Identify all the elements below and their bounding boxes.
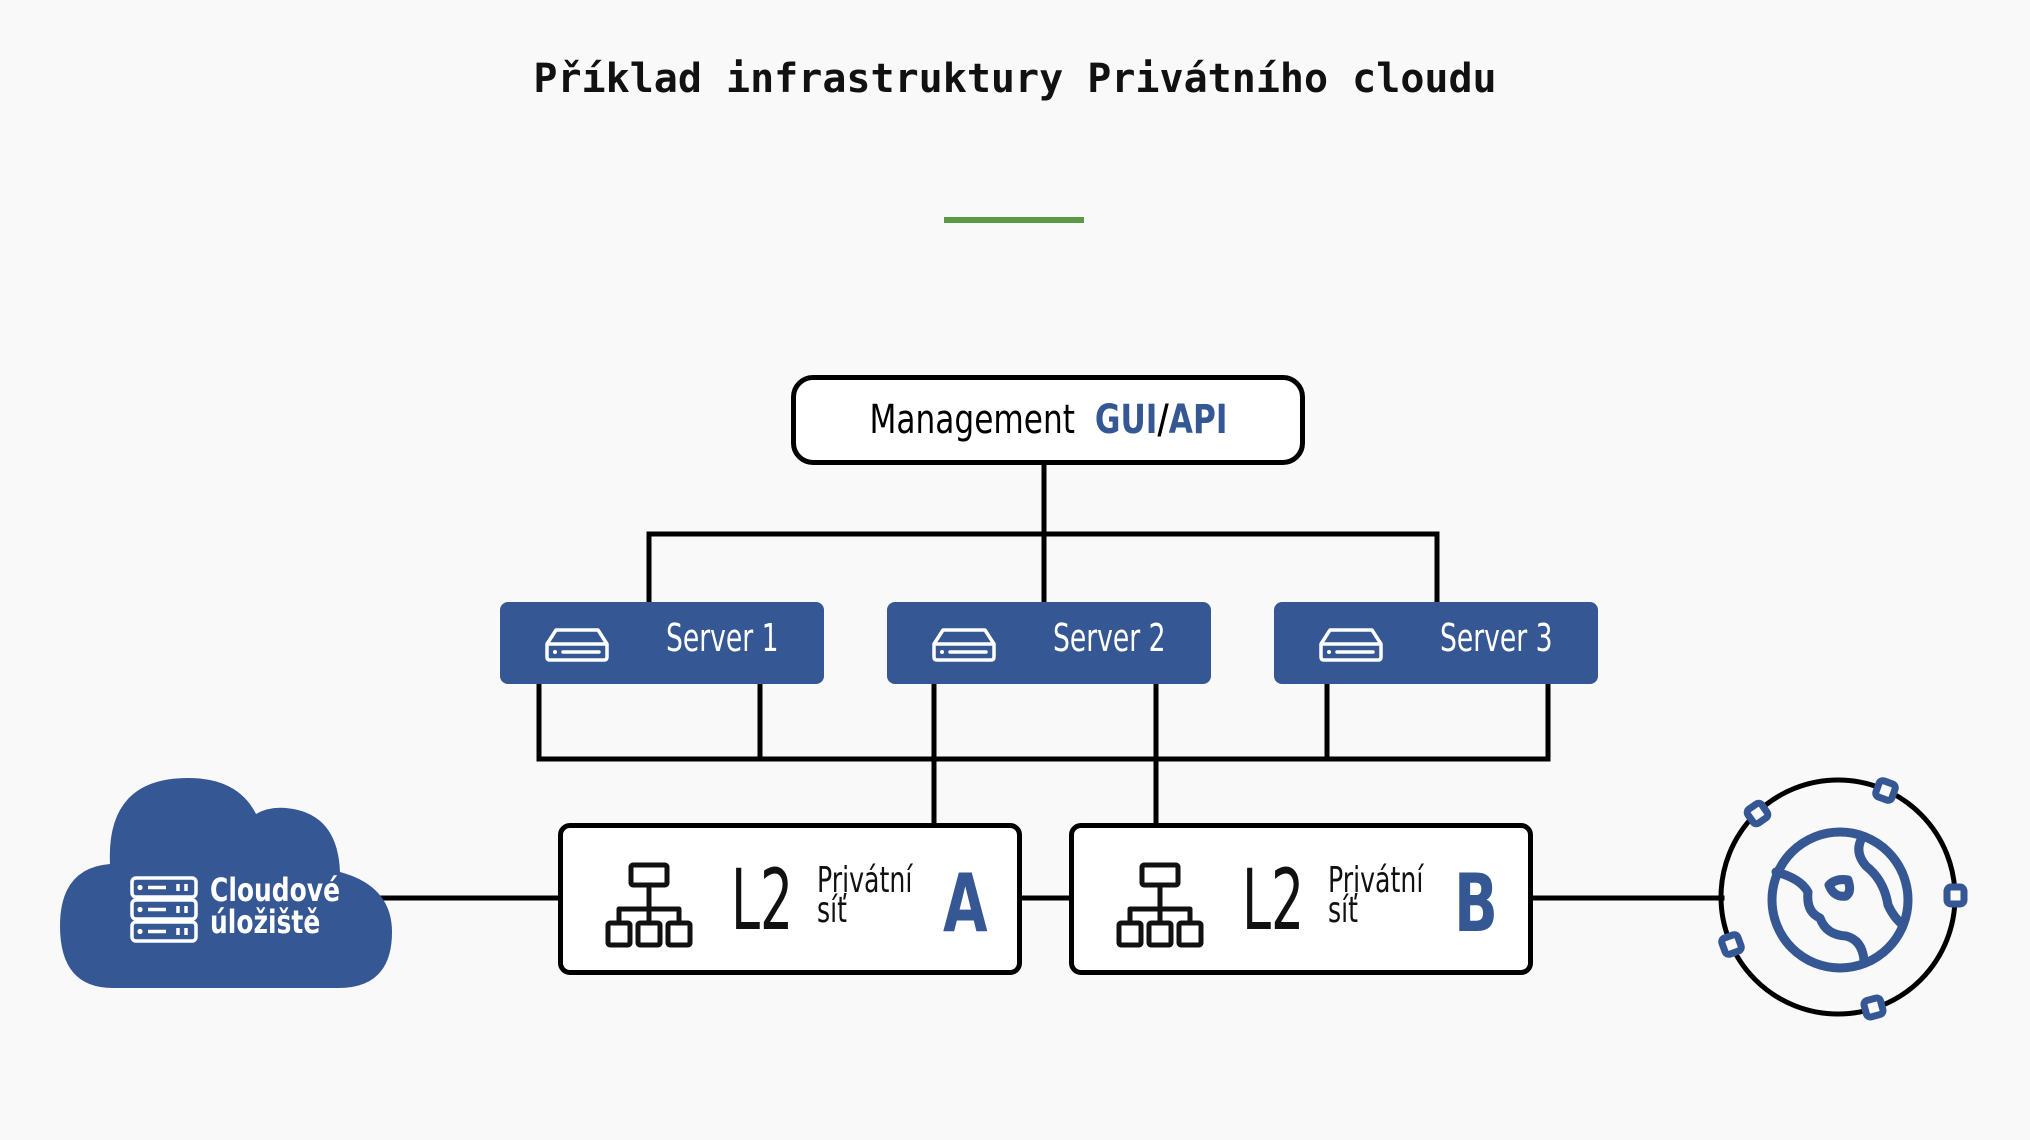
server-label: Server 1: [666, 616, 779, 660]
network-letter: B: [1454, 857, 1498, 950]
separator-text: /: [1156, 397, 1169, 443]
layer-label: L2: [731, 851, 794, 949]
storage-label-line1: Cloudové: [210, 871, 341, 909]
orbit-node: [1872, 777, 1899, 804]
globe-continent: [1854, 833, 1908, 930]
api-text: API: [1168, 397, 1227, 443]
storage-label-line2: úložiště: [210, 903, 321, 941]
cloud-shape-icon: [60, 778, 392, 988]
orbit-node: [1943, 883, 1968, 908]
globe-outline: [1767, 827, 1913, 973]
management-node[interactable]: Management GUI/API: [791, 375, 1305, 465]
orbit-node: [1743, 799, 1772, 828]
globe-network-icon[interactable]: [1700, 760, 1990, 1040]
orbit-node: [1860, 994, 1887, 1021]
server-1[interactable]: Server 1: [500, 602, 824, 684]
network-hierarchy-icon: [605, 862, 693, 948]
network-desc-line1: Privátní: [1328, 860, 1424, 901]
server-rack-icon: [130, 876, 198, 943]
page-title: Příklad infrastruktury Privátního cloudu: [533, 56, 1497, 102]
server-drive-icon: [545, 628, 609, 662]
network-desc-line2: síť: [1328, 890, 1359, 931]
network-letter: A: [943, 857, 988, 950]
gui-text: GUI: [1094, 397, 1157, 443]
network-desc-line1: Privátní: [817, 860, 913, 901]
management-text: Management: [869, 397, 1075, 443]
layer-label: L2: [1242, 851, 1305, 949]
server-3[interactable]: Server 3: [1274, 602, 1598, 684]
globe-continent: [1771, 867, 1869, 965]
server-label: Server 3: [1440, 616, 1553, 660]
network-hierarchy-icon: [1116, 862, 1204, 948]
network-desc-line2: síť: [817, 890, 848, 931]
title-underline: [944, 217, 1084, 223]
orbit-node: [1718, 931, 1745, 958]
wire-top-bus: [646, 531, 1440, 605]
server-2[interactable]: Server 2: [887, 602, 1211, 684]
globe-island: [1824, 875, 1855, 901]
management-label: Management GUI/API: [869, 397, 1227, 443]
server-drive-icon: [932, 628, 996, 662]
server-label: Server 2: [1053, 616, 1166, 660]
server-drive-icon: [1319, 628, 1383, 662]
